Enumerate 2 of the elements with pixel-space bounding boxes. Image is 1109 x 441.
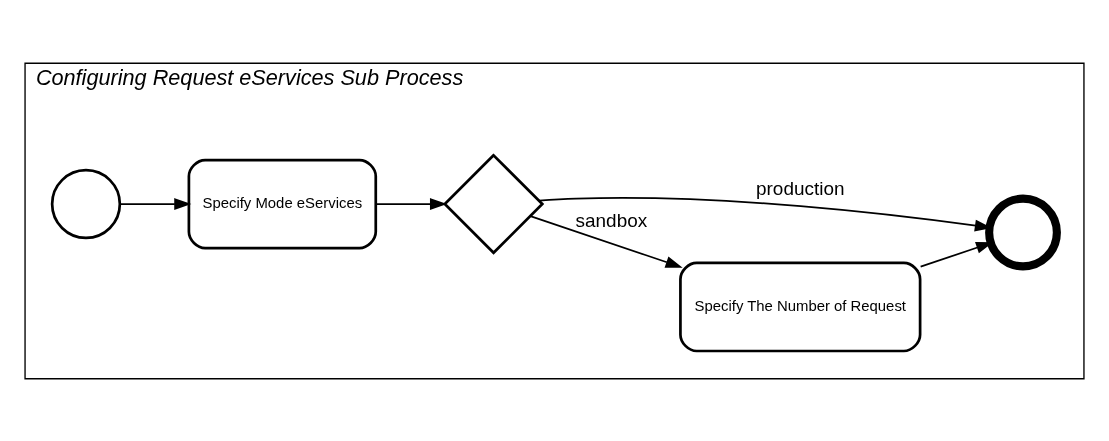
edge-label: production <box>756 177 845 199</box>
edge-label: sandbox <box>575 209 648 231</box>
